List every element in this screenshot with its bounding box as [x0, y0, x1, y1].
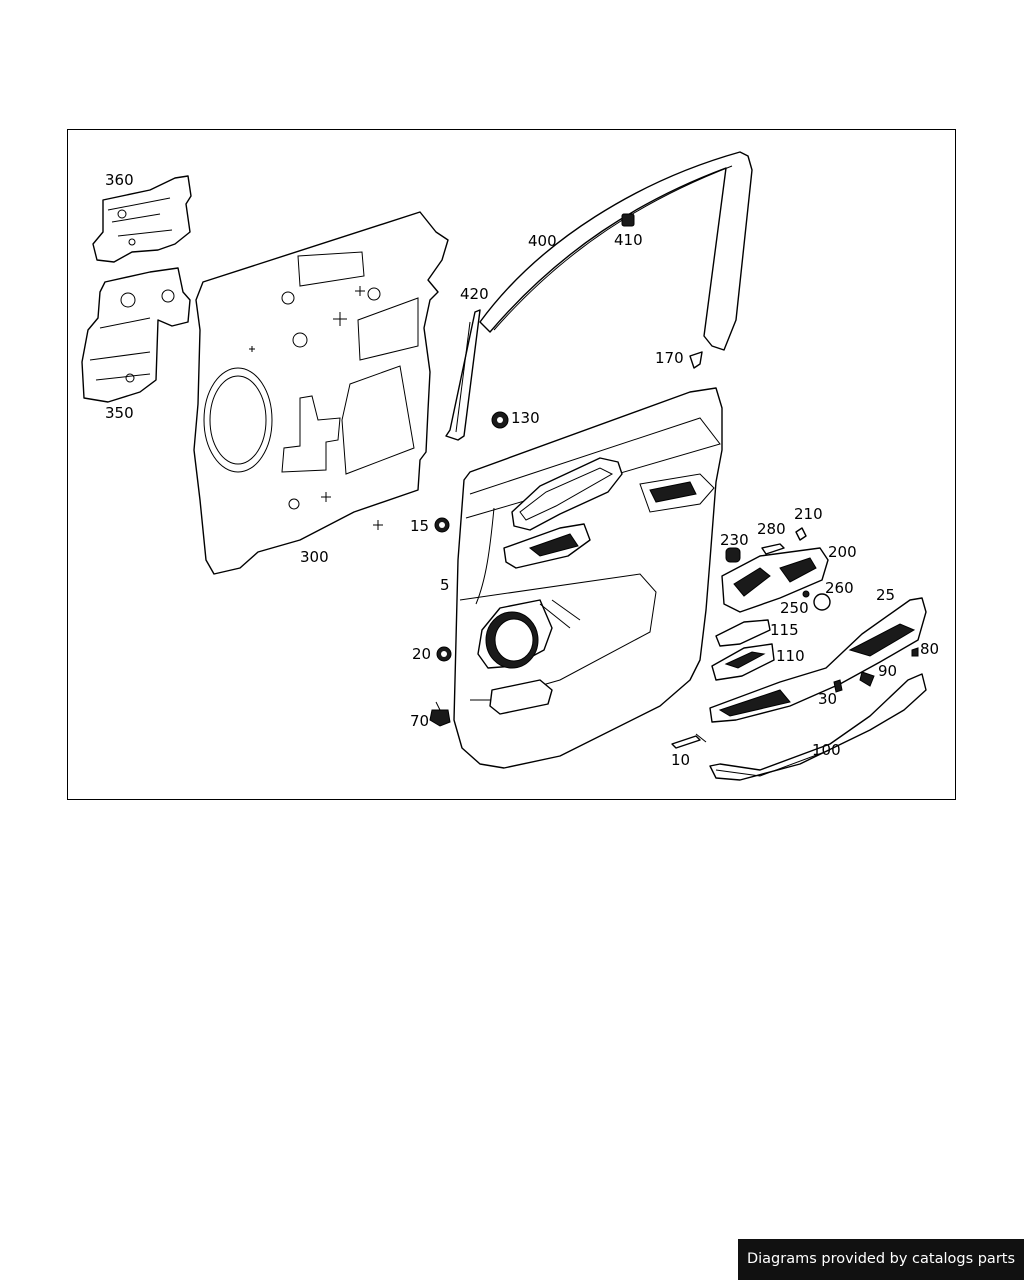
- callout-400: 400: [528, 232, 557, 250]
- callout-70: 70: [410, 712, 429, 730]
- part-90-screw: [859, 671, 875, 687]
- callout-410: 410: [614, 231, 643, 249]
- part-230-cap: [725, 547, 741, 563]
- part-70-clip: [429, 701, 451, 727]
- part-350-lower-module: [81, 267, 191, 403]
- callout-110: 110: [776, 647, 805, 665]
- callout-210: 210: [794, 505, 823, 523]
- credit-banner[interactable]: Diagrams provided by catalogs parts: [738, 1239, 1024, 1280]
- part-130-clip: [491, 411, 509, 429]
- callout-15: 15: [410, 517, 429, 535]
- callout-5: 5: [440, 576, 450, 594]
- part-110-switch-panel: [711, 643, 775, 681]
- callout-20: 20: [412, 645, 431, 663]
- part-400-window-seal: [479, 151, 753, 351]
- callout-360: 360: [105, 171, 134, 189]
- part-260-cap: [813, 593, 831, 611]
- part-210-screw: [795, 527, 807, 541]
- part-200-handle-housing: [721, 547, 829, 613]
- callout-280: 280: [757, 520, 786, 538]
- callout-130: 130: [511, 409, 540, 427]
- callout-260: 260: [825, 579, 854, 597]
- part-170-screw: [689, 351, 703, 369]
- part-100-armrest-trim: [709, 673, 927, 781]
- callout-100: 100: [812, 741, 841, 759]
- callout-10: 10: [671, 751, 690, 769]
- part-300-deflector-film: [193, 211, 449, 575]
- part-15-clip: [434, 517, 450, 533]
- callout-115: 115: [770, 621, 799, 639]
- callout-350: 350: [105, 404, 134, 422]
- part-20-clip: [436, 646, 452, 662]
- callout-300: 300: [300, 548, 329, 566]
- callout-25: 25: [876, 586, 895, 604]
- callout-80: 80: [920, 640, 939, 658]
- callout-30: 30: [818, 690, 837, 708]
- callout-250: 250: [780, 599, 809, 617]
- part-250-screw: [802, 590, 810, 598]
- part-410-clip: [621, 213, 635, 227]
- part-420-window-strip: [445, 309, 481, 441]
- callout-170: 170: [655, 349, 684, 367]
- part-360-upper-module: [92, 175, 192, 263]
- part-280-pad: [761, 543, 785, 555]
- callout-420: 420: [460, 285, 489, 303]
- part-25-armrest-bezel: [709, 597, 927, 723]
- callout-200: 200: [828, 543, 857, 561]
- part-80-screw: [911, 647, 919, 657]
- part-115-switch-cover: [715, 619, 771, 647]
- callout-230: 230: [720, 531, 749, 549]
- part-30-screw: [833, 679, 843, 693]
- callout-90: 90: [878, 662, 897, 680]
- part-5-door-trim-panel: [453, 387, 723, 769]
- part-10-bracket: [671, 733, 707, 749]
